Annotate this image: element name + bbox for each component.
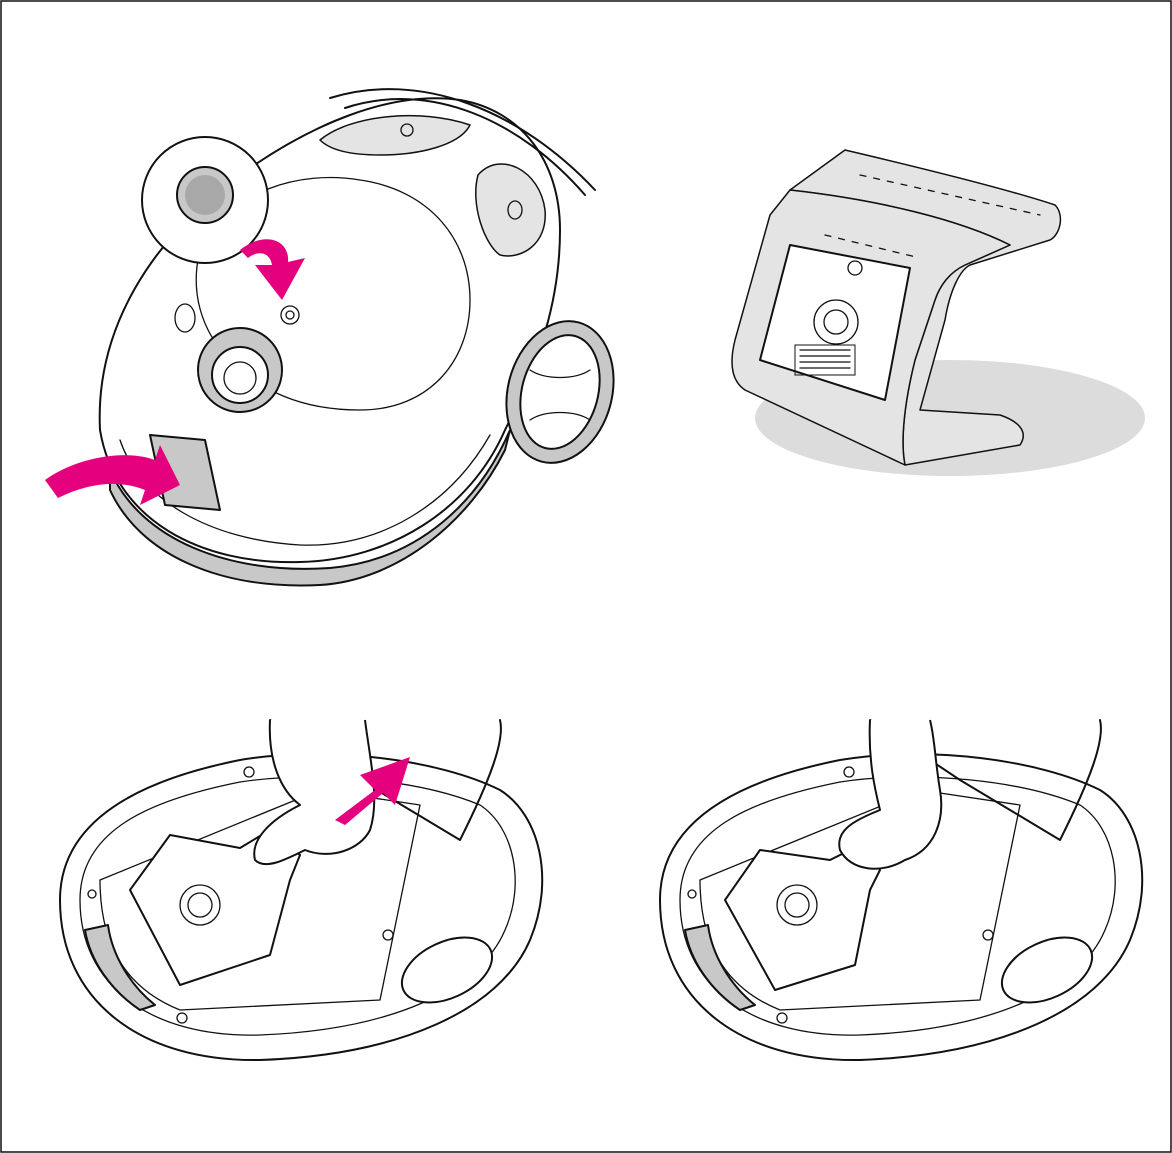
- panel-1-vacuum-cleaner: [45, 89, 629, 585]
- panel-4-bag-in-place: [660, 720, 1142, 1060]
- zoom-button-center: [185, 175, 225, 215]
- panel-2-dust-bag: [732, 150, 1145, 476]
- panel-3-insert-bag: [60, 720, 542, 1060]
